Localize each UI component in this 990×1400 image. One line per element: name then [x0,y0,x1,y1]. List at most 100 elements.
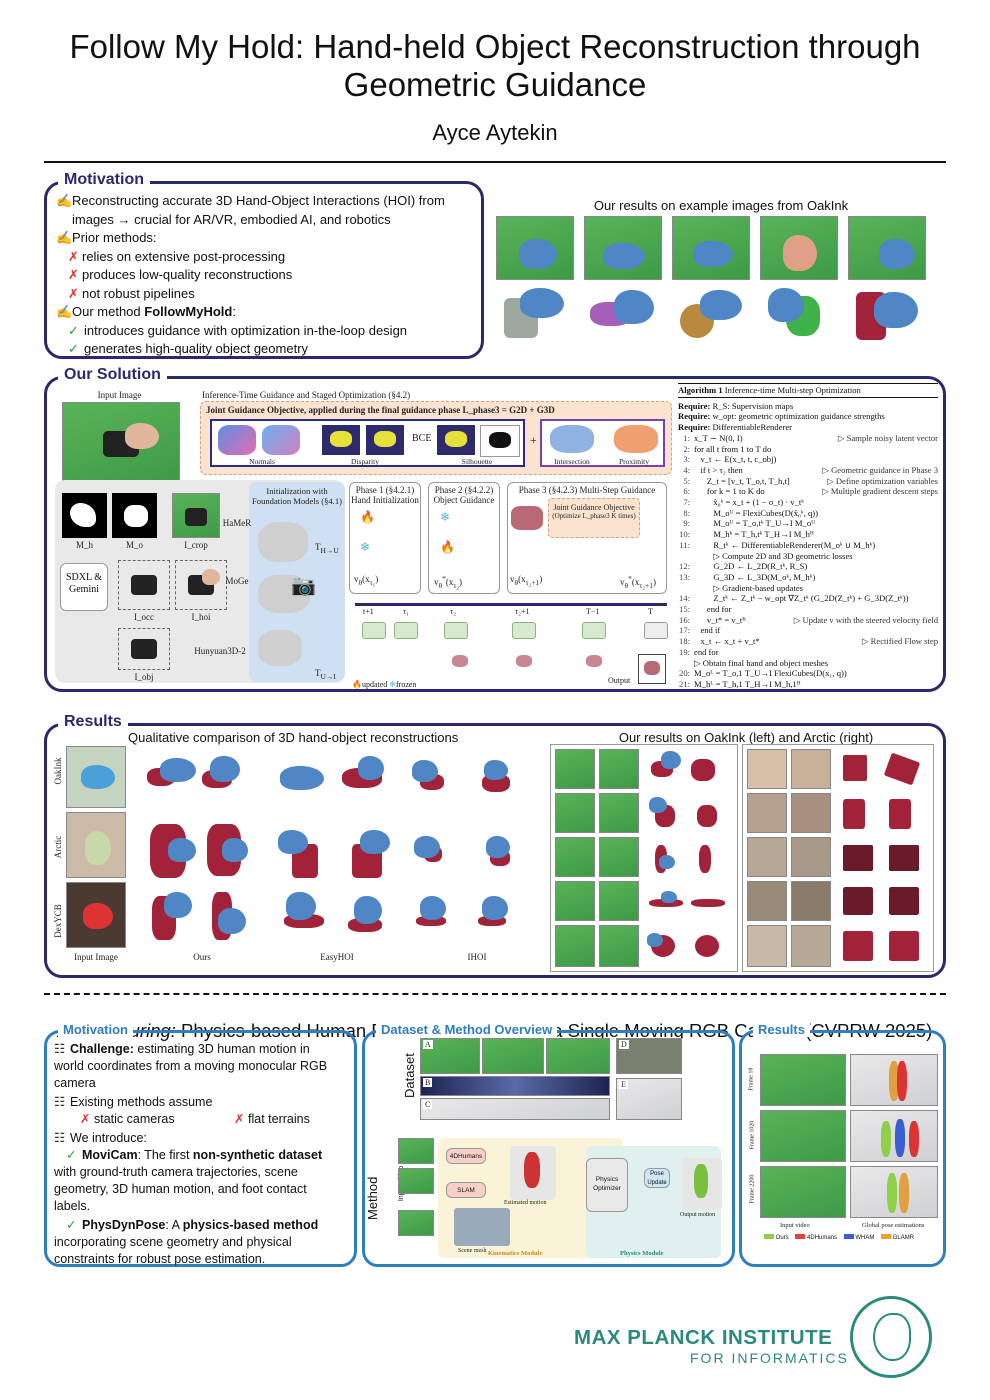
require-line: Require: R_S: Supervision maps [678,400,794,411]
mesh-thumb [586,655,602,667]
row-label: Arctic [53,835,63,859]
pencil-icon: ✍ [56,193,73,208]
cross-icon: ✗ [68,267,79,282]
qualitative-caption: Qualitative comparison of 3D hand-object… [128,730,459,745]
check-icon: ✓ [68,341,79,356]
mask-object [112,493,157,538]
algorithm-line: 12: G_2D ← L_2D(R_tᵏ, R_S) [679,561,808,572]
motivation-panel [44,181,484,359]
phase2-subtitle: Object Guidance [433,495,495,505]
algorithm-line: 4: if t > τ₂ then▷ Geometric guidance in… [683,464,938,475]
algorithm-line: 1:x_T ∼ N(0, I)▷ Sample noisy latent vec… [683,432,938,443]
snowflake-icon: ❄ [360,540,371,554]
algorithm-line: 6: for k = 1 to K do▷ Multiple gradient … [683,486,938,497]
cross-icon: ✗ [68,285,79,301]
model-label: HaMeR [222,518,252,528]
latent-node [582,622,606,639]
output-label: Output [608,676,631,685]
timeline-tick: T−1 [586,607,600,616]
results2-legend: Ours 4DHumans WHAM GLAMR [764,1234,940,1241]
algorithm-line: ▷ Gradient-based updates [694,582,803,593]
timeline-tick: τ₂ [450,607,457,616]
dataset-label: Dataset [402,1053,417,1098]
algorithm-line: 19:end for [679,646,719,657]
cross-icon: ✗ [234,1112,245,1126]
joint-guidance-box: Joint Guidance Objective (Optimize L_pha… [548,498,640,538]
legend-swatch [843,1234,854,1239]
minerva-logo [850,1296,932,1378]
oakink-results-grid [550,744,738,972]
check-icon: ✓ [66,1148,77,1162]
arctic-results-grid [742,744,934,972]
transform-label: TU→I [315,668,336,681]
legend-swatch [795,1234,806,1239]
disparity-render [366,425,404,455]
frame-label: Frame 1020 [749,1120,756,1150]
algorithm-line: 16: v_t* = v_tᴷ▷ Update v with the steer… [679,614,938,625]
guidance-title: Inference-Time Guidance and Staged Optim… [202,390,411,400]
timeline-tick: T [648,607,653,616]
crop-image [172,493,220,538]
pose-update: Pose Update [644,1168,670,1188]
object-thumb [511,506,543,530]
cross-icon: ✗ [68,248,79,264]
silhouette-render [480,425,520,457]
require-line: Require: DifferentiableRenderer [678,422,792,433]
timeline-tick: τ₂+1 [515,607,530,616]
mask-label: M_h [75,540,93,550]
con-item: ✗produces low-quality reconstructions [56,266,481,285]
transform-label: TH→U [315,542,339,555]
row-label: OakInk [53,757,63,785]
example-image [848,216,926,280]
estimated-motion [510,1146,556,1200]
algorithm-line: 7: x̂₀ᵏ = x_t + (1 − σ_t) · v_tᵏ [683,497,804,508]
global-pose-caption: Global pose estimations [862,1222,925,1229]
hoi-image [175,560,227,610]
occ-image [118,560,170,610]
latent-node [444,622,468,639]
phase1-box [349,482,421,594]
algorithm-line: 11: R_tᵏ ← DifferentiableRenderer(M_oᵏ ∪… [679,539,876,550]
require-line: Require: w_opt: geometric optimization g… [678,411,885,422]
col-label: Input Image [74,952,118,962]
legend-updated: 🔥updated ❄frozen [352,680,417,689]
col-label: EasyHOI [320,952,354,962]
physics-optimizer: Physics Optimizer [586,1158,628,1212]
object-mesh [258,630,302,666]
timeline-axis [355,603,667,606]
author-name: Ayce Aytekin [432,120,558,145]
results2-panel [739,1030,946,1267]
example-image [672,216,750,280]
example-image [496,216,574,280]
input-thumb [66,812,126,878]
mesh-thumb [452,655,468,667]
dataset-images: A D B C E [420,1038,682,1120]
phase1-title: Phase 1 (§4.2.1) [355,485,415,495]
latent-node [644,622,668,639]
init-title: Initialization with Foundation Models (§… [252,486,342,506]
presentation-icon: ☷ [54,1131,66,1145]
hand-mesh [258,522,308,562]
phase1-subtitle: Hand Initialization [351,495,419,505]
timeline-tick: τ₁ [403,607,410,616]
3d-terms-box: Intersection Proximity [540,419,665,467]
algorithm-line: ▷ Obtain final hand and object meshes [694,657,829,668]
term-label: Silhouette [461,457,493,466]
oakink-examples [496,216,946,346]
presentation-icon: ☷ [54,1095,66,1109]
our-method: ✍Our method FollowMyHold: [56,303,481,322]
motivation-line: images → crucial for AR/VR, embodied AI,… [72,211,391,227]
algorithm-line: 21:M_hᴸ = T_h,1 T_H→I M_h,1ᴴ [679,678,801,689]
phase3-title: Phase 3 (§4.2.3) Multi-Step Guidance [518,485,656,495]
timeline-tick: t+1 [363,607,374,616]
input-thumb [66,882,126,948]
example-image [584,216,662,280]
algorithm-line: 9: M_oᵁ = T_o,tᵏ T_U→I M_oᵁ [683,518,816,529]
algorithm-line: 14: Z_tᵏ ← Z_tᵏ − w_opt ∇Z_tᵏ (G_2D(Z_tᵏ… [679,593,909,604]
hoi-mesh [258,575,310,613]
algorithm-line: 3: v_t ← E(x_t, t, c_obj) [683,454,777,465]
output-thumb [638,654,666,684]
algorithm-line: 13: G_3D ← L_3D(M_oᵏ, M_hᵏ) [679,571,816,582]
phase3-box [507,482,667,594]
joint-objective-text: Joint Guidance Objective, applied during… [206,405,555,415]
